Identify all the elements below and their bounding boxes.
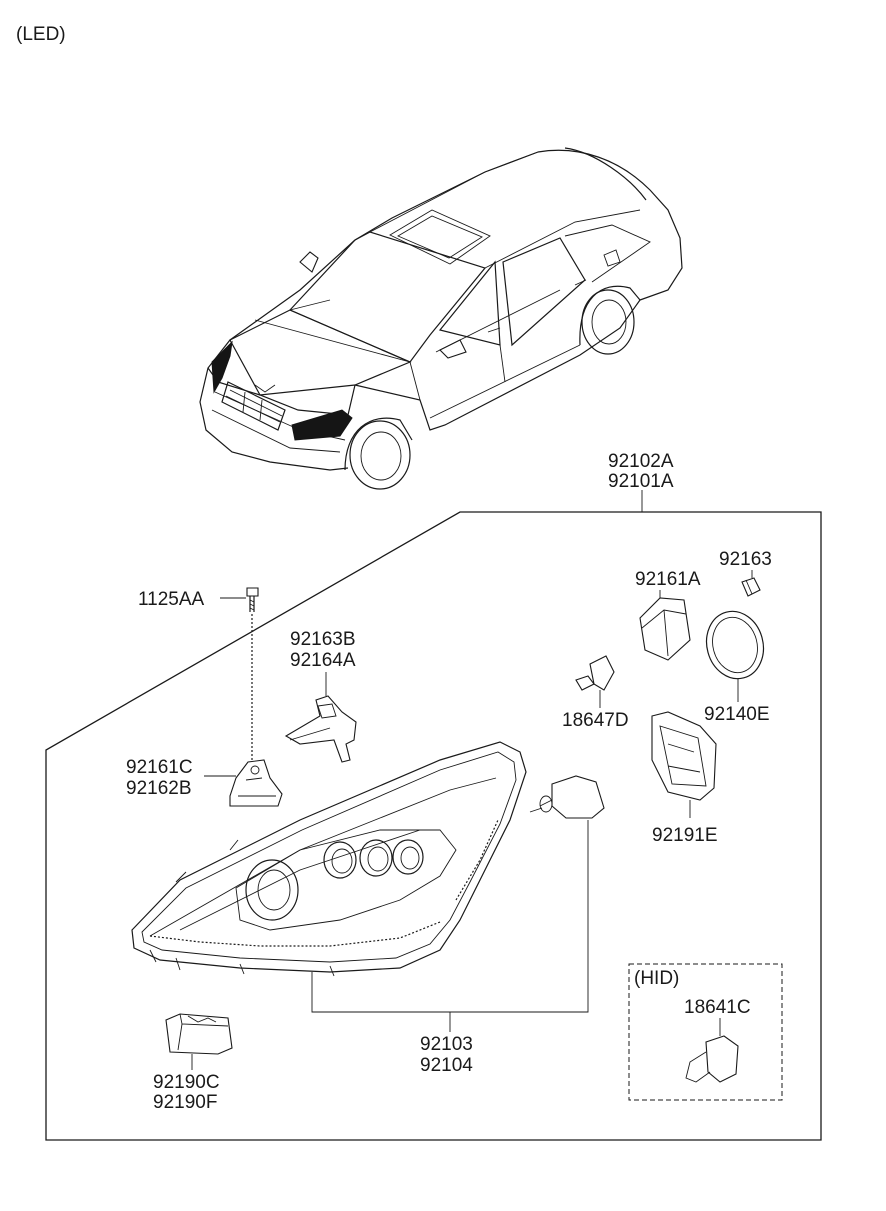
label-92163b: 92163B xyxy=(290,629,356,650)
ballast-92190c xyxy=(165,1013,233,1070)
variant-label: (LED) xyxy=(16,24,66,45)
cap-92161a xyxy=(639,590,691,661)
label-92140e: 92140E xyxy=(704,704,770,725)
label-92102a: 92102A xyxy=(608,451,674,472)
label-1125aa: 1125AA xyxy=(138,589,205,610)
label-92190c: 92190C xyxy=(153,1072,220,1093)
bolt-1125aa xyxy=(220,587,259,760)
label-92161a: 92161A xyxy=(635,569,701,590)
headlamp-unit xyxy=(131,741,605,1032)
label-92190f: 92190F xyxy=(153,1092,217,1113)
actuator-92163b xyxy=(284,672,357,763)
text-labels: (LED) 92102A 92101A 1125AA 92163B 92164A… xyxy=(16,24,772,1113)
cover-92191e xyxy=(651,711,717,818)
label-92164a: 92164A xyxy=(290,650,356,671)
label-18641c: 18641C xyxy=(684,997,751,1018)
label-92101a: 92101A xyxy=(608,471,674,492)
label-92104: 92104 xyxy=(420,1055,473,1076)
label-92103: 92103 xyxy=(420,1034,473,1055)
label-92161c: 92161C xyxy=(126,757,193,778)
socket-92163 xyxy=(741,570,761,597)
hid-label: (HID) xyxy=(634,968,679,989)
label-92163: 92163 xyxy=(719,549,772,570)
label-18647d: 18647D xyxy=(562,710,629,731)
hid-box xyxy=(628,963,783,1101)
bracket-92161c xyxy=(204,759,283,807)
car-illustration xyxy=(199,147,683,490)
ring-92140e xyxy=(705,610,765,702)
label-92191e: 92191E xyxy=(652,825,718,846)
assembly-frame xyxy=(45,490,822,1141)
label-92162b: 92162B xyxy=(126,778,192,799)
bulb-18647d xyxy=(575,655,615,708)
